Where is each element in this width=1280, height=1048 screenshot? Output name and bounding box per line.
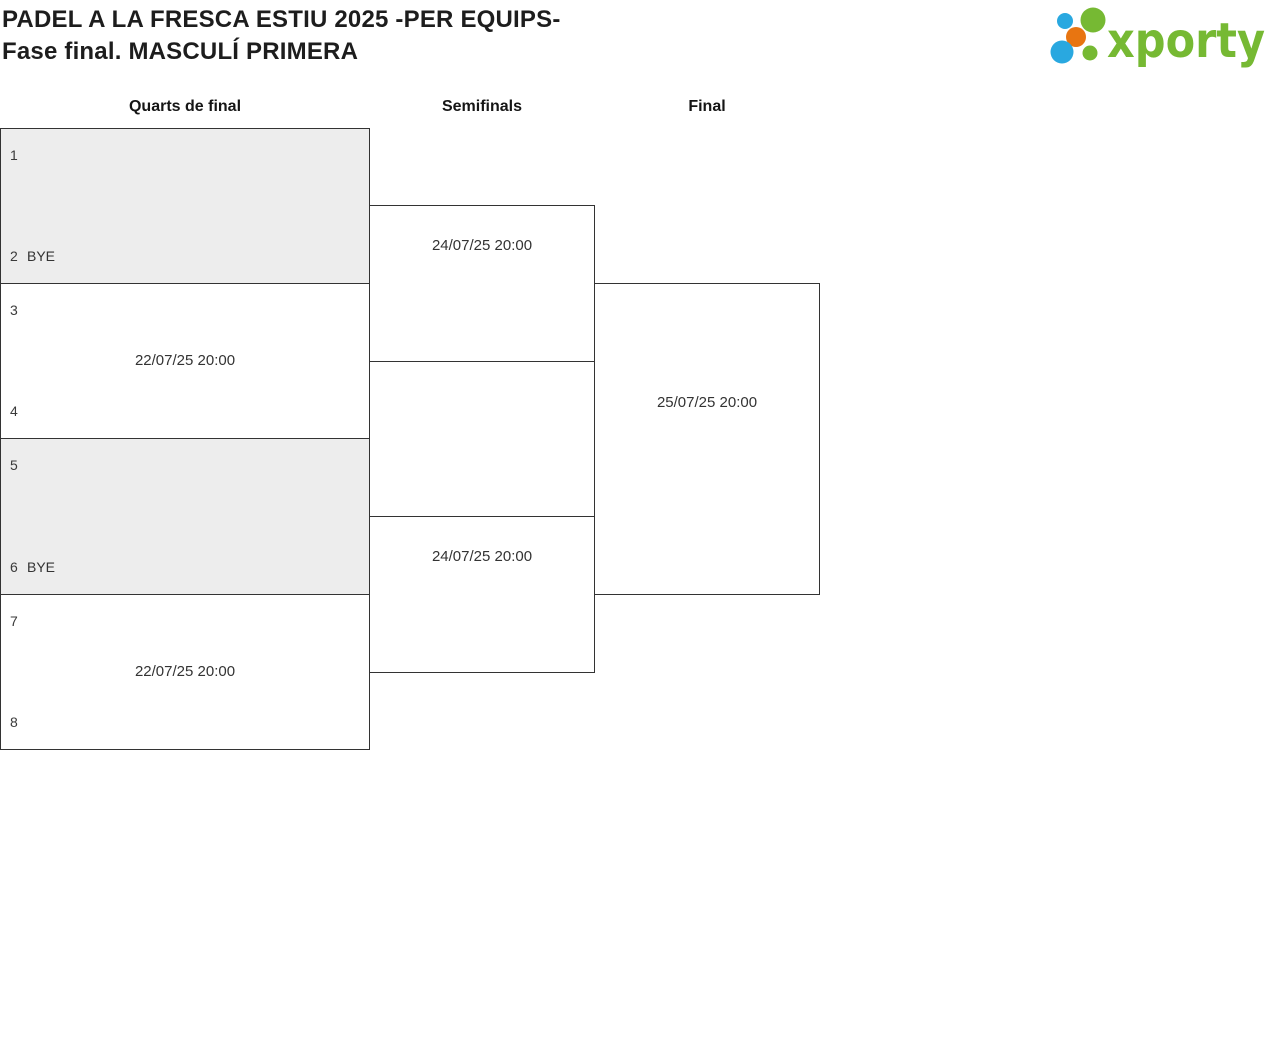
seat-row-top: 3 <box>10 302 361 318</box>
seed-number: 5 <box>10 457 18 473</box>
logo-dot-blue-small <box>1057 13 1073 29</box>
logo-dot-green-large <box>1080 7 1106 33</box>
match-schedule: 25/07/25 20:00 <box>656 394 758 411</box>
logo-dot-blue-large <box>1050 40 1074 64</box>
match-quarterfinal-4[interactable]: 7 22/07/25 20:00 8 <box>0 594 370 750</box>
round-header-final: Final <box>688 98 726 115</box>
match-final[interactable]: 25/07/25 20:00 <box>594 283 820 595</box>
match-quarterfinal-1[interactable]: 1 2 BYE <box>0 128 370 284</box>
seed-number: 4 <box>10 403 18 419</box>
page-title: PADEL A LA FRESCA ESTIU 2025 -PER EQUIPS… <box>2 4 561 68</box>
match-quarterfinal-3[interactable]: 5 6 BYE <box>0 438 370 595</box>
seat-row-bottom: 2 BYE <box>10 248 361 264</box>
team-name: BYE <box>27 248 56 264</box>
title-line-1: PADEL A LA FRESCA ESTIU 2025 -PER EQUIPS… <box>2 6 561 33</box>
seat-row-top: 5 <box>10 457 361 473</box>
title-line-2: Fase final. MASCULÍ PRIMERA <box>2 38 359 65</box>
seed-number: 6 <box>10 559 18 575</box>
seed-number: 1 <box>10 147 18 163</box>
match-semifinal-2[interactable]: 24/07/25 20:00 <box>369 516 595 673</box>
round-header-semifinals: Semifinals <box>441 98 523 115</box>
seat-row-bottom: 6 BYE <box>10 559 361 575</box>
xporty-logo[interactable]: xporty <box>1043 3 1273 71</box>
seat-row-bottom: 4 <box>10 403 361 419</box>
match-semifinal-1[interactable]: 24/07/25 20:00 <box>369 205 595 362</box>
team-name: BYE <box>27 559 56 575</box>
match-schedule: 22/07/25 20:00 <box>134 663 236 680</box>
seed-number: 8 <box>10 714 18 730</box>
seat-row-top: 7 <box>10 613 361 629</box>
seed-number: 3 <box>10 302 18 318</box>
logo-wordmark: xporty <box>1107 13 1265 69</box>
match-schedule: 24/07/25 20:00 <box>431 237 533 254</box>
seat-row-top: 1 <box>10 147 361 163</box>
logo-dot-orange <box>1066 27 1086 47</box>
seat-row-bottom: 8 <box>10 714 361 730</box>
round-header-quarterfinals: Quarts de final <box>128 98 242 115</box>
seed-number: 7 <box>10 613 18 629</box>
seed-number: 2 <box>10 248 18 264</box>
logo-dot-green-small <box>1082 45 1098 61</box>
match-schedule: 24/07/25 20:00 <box>431 548 533 565</box>
match-schedule: 22/07/25 20:00 <box>134 352 236 369</box>
match-quarterfinal-2[interactable]: 3 22/07/25 20:00 4 <box>0 283 370 439</box>
